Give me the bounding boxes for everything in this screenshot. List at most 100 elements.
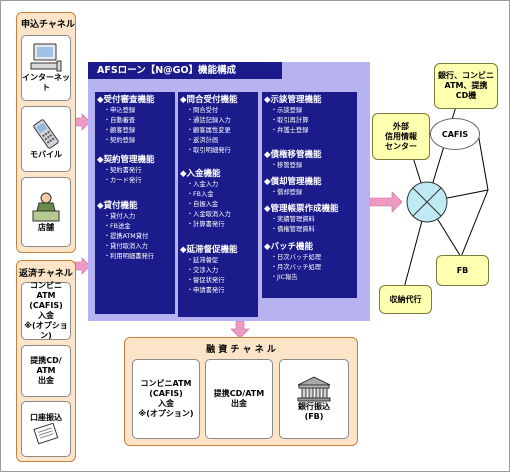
channel-mobile-card: モバイル xyxy=(21,106,71,172)
function-item: 顧客属性変更 xyxy=(178,126,258,136)
computer-icon xyxy=(30,43,62,72)
group-title: ◆バッチ機能 xyxy=(264,242,314,252)
bank-atm-cd-node: 銀行、コンビニ ATM、提携 CD機 xyxy=(434,63,498,109)
function-item: FB入金 xyxy=(178,190,258,200)
group-title: ◆貸付機能 xyxy=(97,201,138,211)
application-channel-panel: 申込チャネル インターネット モバイル 店舗 xyxy=(16,12,76,253)
hub-x-icon xyxy=(406,181,448,223)
arrow-main-to-finance xyxy=(230,320,250,339)
function-item: 債権管理資料 xyxy=(262,225,357,235)
bank-building-icon xyxy=(297,376,331,402)
group-report-creation: ◆管理帳票作成機能 実績管理資料 債権管理資料 xyxy=(262,203,357,235)
function-item: 移管登録 xyxy=(262,161,357,171)
function-item: 契約書発行 xyxy=(95,166,175,176)
financing-channel-title: 融 資 チ ャ ネ ル xyxy=(206,345,276,355)
function-item: 貸付取消入力 xyxy=(95,242,175,252)
group-batch: ◆バッチ機能 日次バッチ処理 月次バッチ処理 JIC報告 xyxy=(262,241,357,283)
function-item: 自振入金 xyxy=(178,200,258,210)
group-lending: ◆貸付機能 貸付入力 FB送金 提携ATM貸付 貸付取消入力 利用明細書発行 xyxy=(95,200,175,262)
repay-convenience-atm-label: コンビニATM (CAFIS) 入金 ※(オプション) xyxy=(24,281,68,340)
group-title: ◆問合受付機能 xyxy=(180,95,238,105)
function-item: 弁護士登録 xyxy=(262,126,357,136)
finance-convenience-atm-card: コンビニATM (CAFIS) 入金 ※(オプション) xyxy=(132,359,200,439)
external-credit-center: 外部 信用情報 センター xyxy=(372,113,430,160)
function-item: 入金入力 xyxy=(178,180,258,190)
function-item: 入金取消入力 xyxy=(178,210,258,220)
repayment-channel-title: 返済チャネル xyxy=(19,269,73,279)
function-item: 交渉入力 xyxy=(178,266,258,276)
channel-internet-label: インターネット xyxy=(22,73,70,92)
function-item: 契約登録 xyxy=(95,136,175,146)
repay-partner-atm-label: 提携CD/ ATM 出金 xyxy=(30,356,62,385)
function-item: 返済計画 xyxy=(178,136,258,146)
cafis-node: CAFIS xyxy=(430,118,480,150)
function-item: FB送金 xyxy=(95,222,175,232)
function-item: 申請書発行 xyxy=(178,286,258,296)
function-item: 申込登録 xyxy=(95,106,175,116)
function-column-3: ◆示談管理機能 示談登録 取引再計算 弁護士登録 ◆債権移管機能 移管登録 ◆償… xyxy=(262,92,357,298)
function-structure-block: AFSローン【N@GO】機能構成 ◆受付審査機能 申込登録 自動審査 顧客登録 … xyxy=(88,62,370,321)
line-right-fb xyxy=(460,189,489,258)
group-write-off: ◆償却管理機能 償却登録 xyxy=(262,176,357,198)
group-title: ◆償却管理機能 xyxy=(264,177,322,187)
function-item: 示談登録 xyxy=(262,106,357,116)
bank-book-icon xyxy=(33,423,59,445)
function-item: 自動審査 xyxy=(95,116,175,126)
channel-internet-card: インターネット xyxy=(21,35,71,101)
repay-transfer-card: 口座振込 xyxy=(21,401,71,457)
group-settlement: ◆示談管理機能 示談登録 取引再計算 弁護士登録 xyxy=(262,94,357,136)
group-title: ◆延滞督促機能 xyxy=(180,245,238,255)
group-reception-screening: ◆受付審査機能 申込登録 自動審査 顧客登録 契約登録 xyxy=(95,94,175,146)
repay-partner-atm-card: 提携CD/ ATM 出金 xyxy=(21,345,71,397)
group-title: ◆入金機能 xyxy=(180,169,221,179)
function-item: 利用明細書発行 xyxy=(95,252,175,262)
function-structure-title: AFSローン【N@GO】機能構成 xyxy=(88,62,282,79)
arrow-main-to-hub xyxy=(369,191,403,213)
function-item: カード発行 xyxy=(95,176,175,186)
function-item: 延滞督促 xyxy=(178,256,258,266)
group-claim-transfer: ◆債権移管機能 移管登録 xyxy=(262,149,357,171)
function-item: 督促状発行 xyxy=(178,276,258,286)
function-item: 取引再計算 xyxy=(262,116,357,126)
function-item: 顧客登録 xyxy=(95,126,175,136)
finance-bank-transfer-label: 銀行振込 (FB) xyxy=(298,402,330,421)
function-item: 提携ATM貸付 xyxy=(95,232,175,242)
application-channel-title: 申込チャネル xyxy=(21,20,75,30)
group-inquiry: ◆問合受付機能 問合受付 通話記録入力 顧客属性変更 返済計画 取引明細発行 xyxy=(178,94,258,156)
channel-mobile-label: モバイル xyxy=(30,150,62,159)
repay-convenience-atm-card: コンビニATM (CAFIS) 入金 ※(オプション) xyxy=(21,281,71,340)
function-item: 実績管理資料 xyxy=(262,215,357,225)
finance-convenience-atm-label: コンビニATM (CAFIS) 入金 ※(オプション) xyxy=(138,379,194,418)
function-item: 日次バッチ処理 xyxy=(262,253,357,263)
function-item: 取引明細発行 xyxy=(178,146,258,156)
repay-transfer-label: 口座振込 xyxy=(30,413,62,422)
function-item: 月次バッチ処理 xyxy=(262,263,357,273)
function-column-1: ◆受付審査機能 申込登録 自動審査 顧客登録 契約登録 ◆契約管理機能 契約書発… xyxy=(95,92,175,314)
function-item: 通話記録入力 xyxy=(178,116,258,126)
line-cafis-right xyxy=(477,132,489,191)
mobile-phone-icon xyxy=(33,119,59,149)
financing-channel-panel: 融 資 チ ャ ネ ル コンビニATM (CAFIS) 入金 ※(オプション) … xyxy=(124,337,358,446)
finance-partner-atm-label: 提携CD/ATM 出金 xyxy=(213,389,265,408)
group-title: ◆受付審査機能 xyxy=(97,95,155,105)
function-item: JIC報告 xyxy=(262,273,357,283)
group-title: ◆債権移管機能 xyxy=(264,150,322,160)
finance-bank-transfer-card: 銀行振込 (FB) xyxy=(279,359,349,439)
collection-agency-node: 収納代行 xyxy=(379,285,432,314)
repayment-channel-panel: 返済チャネル コンビニATM (CAFIS) 入金 ※(オプション) 提携CD/… xyxy=(16,260,76,462)
store-clerk-icon xyxy=(32,192,60,222)
group-payment: ◆入金機能 入金入力 FB入金 自振入金 入金取消入力 計算書発行 xyxy=(178,168,258,230)
function-item: 問合受付 xyxy=(178,106,258,116)
group-title: ◆契約管理機能 xyxy=(97,155,155,165)
function-item: 償却登録 xyxy=(262,188,357,198)
function-item: 貸付入力 xyxy=(95,212,175,222)
group-contract-management: ◆契約管理機能 契約書発行 カード発行 xyxy=(95,154,175,186)
channel-store-label: 店舗 xyxy=(38,223,54,232)
function-column-2: ◆問合受付機能 問合受付 通話記録入力 顧客属性変更 返済計画 取引明細発行 ◆… xyxy=(178,92,258,317)
group-delinquency: ◆延滞督促機能 延滞督促 交渉入力 督促状発行 申請書発行 xyxy=(178,244,258,296)
group-title: ◆示談管理機能 xyxy=(264,95,322,105)
finance-partner-atm-card: 提携CD/ATM 出金 xyxy=(205,359,273,439)
fb-node: FB xyxy=(436,255,489,286)
group-title: ◆管理帳票作成機能 xyxy=(264,204,339,214)
